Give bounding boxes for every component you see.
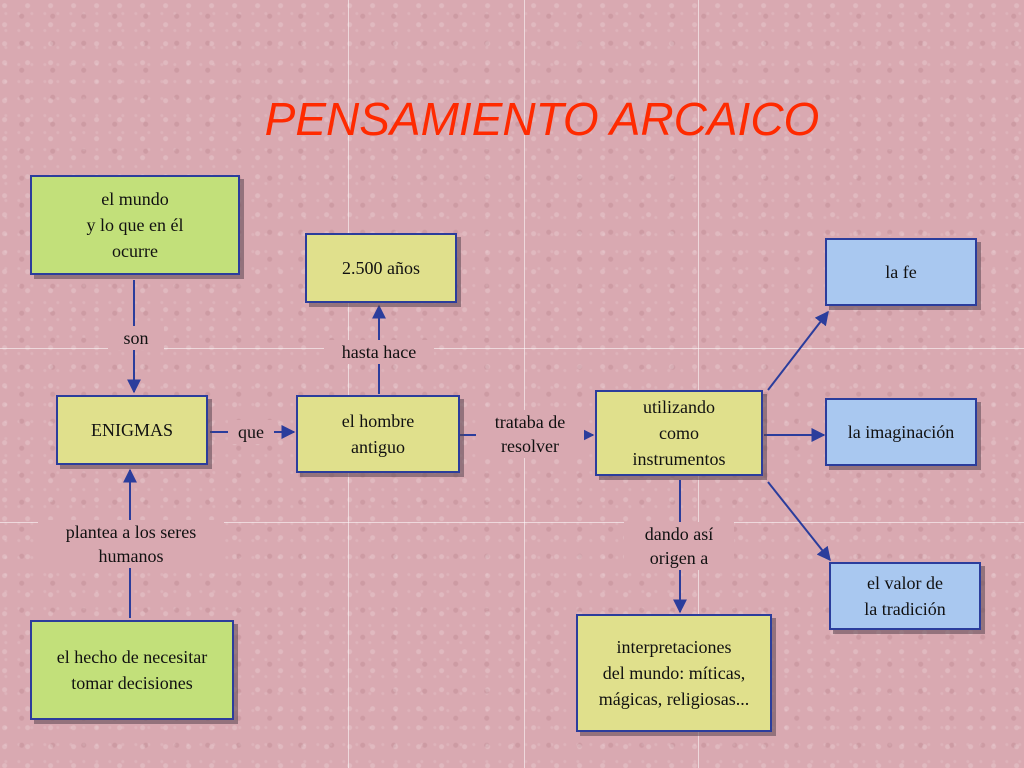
edge-utilizando-fe xyxy=(767,310,829,391)
link-label-plantea: plantea a los seres humanos xyxy=(38,520,224,568)
edge-utilizando-tradicion xyxy=(767,481,831,562)
grid-line xyxy=(524,0,525,768)
node-hombre-antiguo: el hombre antiguo xyxy=(296,395,460,473)
link-label-dando: dando así origen a xyxy=(624,522,734,570)
node-utilizando: utilizando como instrumentos xyxy=(595,390,763,476)
node-el-hecho: el hecho de necesitar tomar decisiones xyxy=(30,620,234,720)
node-enigmas: ENIGMAS xyxy=(56,395,208,465)
grid-line xyxy=(0,348,1024,349)
page-title: PENSAMIENTO ARCAICO xyxy=(264,93,820,145)
grid-line xyxy=(348,0,349,768)
node-la-tradicion: el valor de la tradición xyxy=(829,562,981,630)
grid-line xyxy=(0,522,1024,523)
node-interpretaciones: interpretaciones del mundo: míticas, mág… xyxy=(576,614,772,732)
link-label-trataba: trataba de resolver xyxy=(476,410,584,458)
link-label-son: son xyxy=(108,326,164,350)
link-label-que: que xyxy=(228,420,274,444)
node-el-mundo: el mundo y lo que en él ocurre xyxy=(30,175,240,275)
node-la-imaginacion: la imaginación xyxy=(825,398,977,466)
grid-line xyxy=(698,0,699,768)
node-la-fe: la fe xyxy=(825,238,977,306)
link-label-hasta-hace: hasta hace xyxy=(324,340,434,364)
node-2500-anos: 2.500 años xyxy=(305,233,457,303)
